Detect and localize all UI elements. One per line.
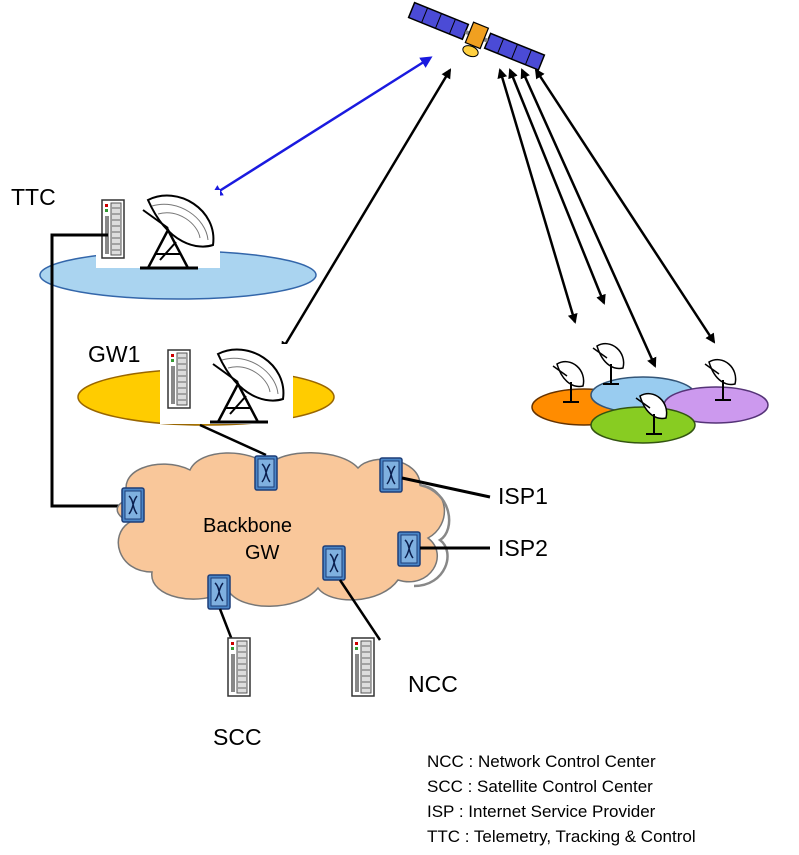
legend: NCC : Network Control Center SCC : Satel… <box>427 752 696 846</box>
server-icon <box>167 349 191 409</box>
satellite-icon <box>407 1 546 71</box>
legend-item: ISP : Internet Service Provider <box>427 802 656 821</box>
ncc-wire <box>338 579 382 641</box>
legend-item: TTC : Telemetry, Tracking & Control <box>427 827 696 846</box>
scc-wire <box>218 608 234 641</box>
legend-item: NCC : Network Control Center <box>427 752 656 771</box>
user-link-1 <box>497 68 578 324</box>
router-icon <box>207 574 231 610</box>
isp1-label: ISP1 <box>498 483 548 509</box>
server-icon <box>351 637 375 697</box>
scc-label: SCC <box>213 724 262 750</box>
isp1-wire <box>401 476 491 499</box>
user-link-4 <box>534 68 716 344</box>
router-icon <box>379 457 403 493</box>
router-icon <box>397 531 421 567</box>
user-link-2 <box>508 68 606 305</box>
isp2-label: ISP2 <box>498 535 548 561</box>
backbone-label: Backbone <box>203 515 292 537</box>
ncc-label: NCC <box>408 671 458 697</box>
server-icon <box>227 637 251 697</box>
ttc-backbone-wire <box>50 233 122 508</box>
user-link-3 <box>520 68 657 368</box>
ttc-satellite-link <box>210 56 433 197</box>
gw1-backbone-wire <box>199 423 267 457</box>
gw1-satellite-link <box>280 68 452 352</box>
legend-item: SCC : Satellite Control Center <box>427 777 653 796</box>
router-icon <box>121 487 145 523</box>
gw1-label: GW1 <box>88 341 140 367</box>
user-sites <box>531 342 769 444</box>
server-icon <box>101 199 125 259</box>
router-icon <box>322 545 346 581</box>
backbone-gw-label: GW <box>245 542 280 564</box>
ttc-label: TTC <box>11 184 56 210</box>
dish-icon <box>592 342 625 385</box>
site-green <box>590 406 696 444</box>
router-icon <box>254 455 278 491</box>
